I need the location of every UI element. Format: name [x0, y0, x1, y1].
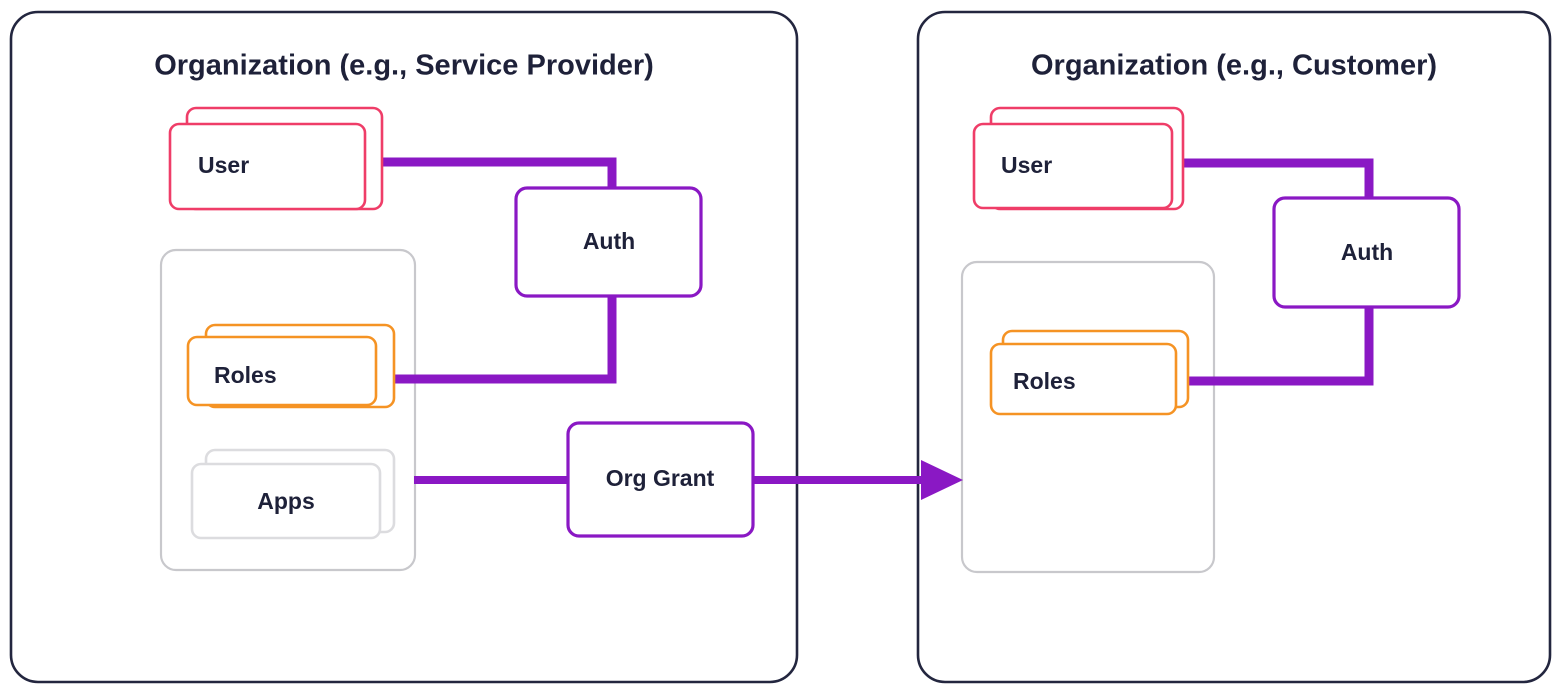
group-container-right — [960, 260, 1216, 574]
cross-org-arrow — [752, 460, 963, 500]
user-label-left: User — [198, 152, 249, 178]
auth-box-left — [514, 186, 703, 298]
node-user-left[interactable]: User — [168, 106, 384, 211]
node-roles-right[interactable]: Roles — [989, 329, 1190, 416]
node-auth-left[interactable]: Auth — [514, 186, 703, 298]
user-label-right: User — [1001, 152, 1052, 178]
apps-stack-front-left — [190, 462, 382, 540]
cross-org-arrow-head — [921, 460, 963, 500]
connector-user-auth-right — [1175, 158, 1374, 203]
node-auth-right[interactable]: Auth — [1272, 196, 1461, 309]
auth-box-right — [1272, 196, 1461, 309]
auth-label-right: Auth — [1341, 239, 1393, 265]
user-stack-front-right — [972, 122, 1174, 210]
panel-title-customer: Organization (e.g., Customer) — [1031, 50, 1437, 82]
user-stack-front-left — [168, 122, 367, 211]
connector-auth-roles-left — [372, 290, 617, 384]
roles-label-right: Roles — [1013, 368, 1076, 394]
node-apps-left[interactable]: Apps — [190, 448, 396, 540]
roles-label-left: Roles — [214, 362, 277, 388]
node-org-grant[interactable]: Org Grant — [566, 421, 755, 538]
panel-title-service-provider: Organization (e.g., Service Provider) — [154, 50, 654, 82]
roles-stack-front-left — [186, 335, 378, 407]
connector-auth-roles-right — [1172, 300, 1374, 386]
node-roles-left[interactable]: Roles — [186, 323, 396, 409]
roles-stack-front-right — [989, 342, 1178, 416]
org-grant-label: Org Grant — [606, 465, 715, 491]
auth-label-left: Auth — [583, 228, 635, 254]
apps-label-left: Apps — [257, 488, 315, 514]
node-user-right[interactable]: User — [972, 106, 1185, 211]
